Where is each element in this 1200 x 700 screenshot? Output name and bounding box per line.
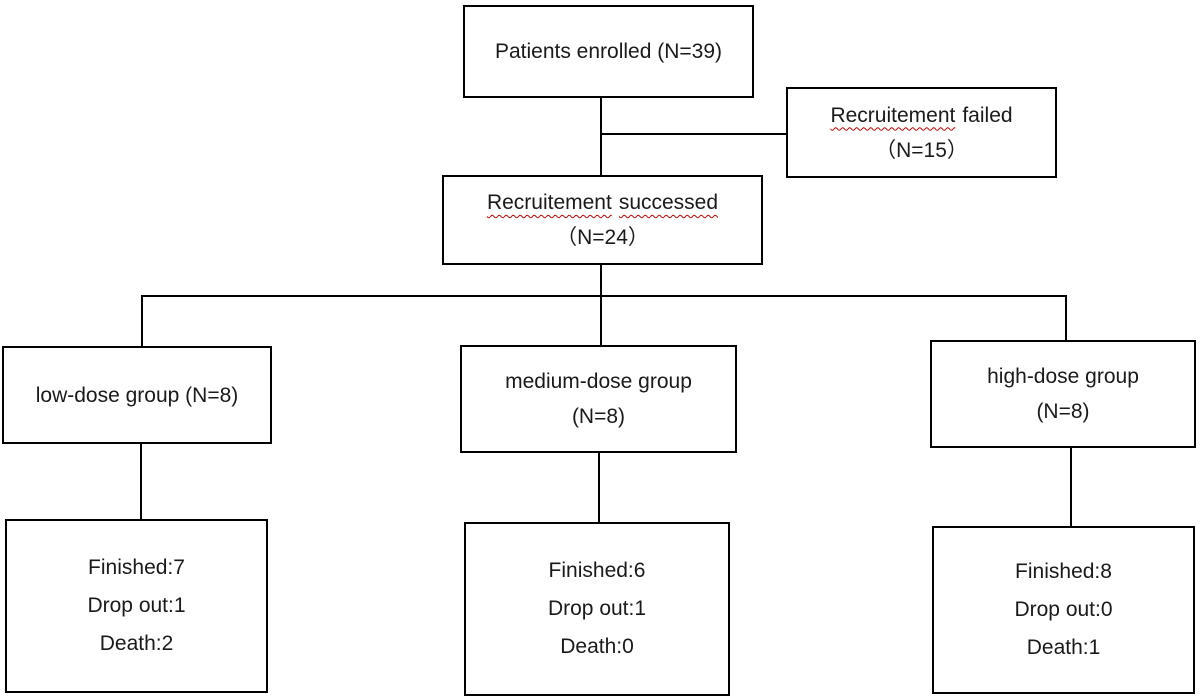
patients-enrolled-label: Patients enrolled (N=39) xyxy=(494,40,723,63)
connector-low-to-outcome xyxy=(140,443,142,520)
box-low-dose-outcome: Finished:7 Drop out:1 Death:2 xyxy=(5,519,268,693)
high-outcome-death: Death:1 xyxy=(1026,636,1101,659)
low-dose-group-label: low-dose group (N=8) xyxy=(35,383,239,407)
connector-branch-horizontal xyxy=(141,295,1067,297)
recruitment-failed-label: Recruitement failed xyxy=(830,98,1012,133)
box-high-dose-group: high-dose group (N=8) xyxy=(930,340,1196,448)
high-dose-group-count: (N=8) xyxy=(1036,400,1090,423)
connector-enrolled-to-success xyxy=(600,97,602,176)
box-recruitment-failed: Recruitement failed （N=15） xyxy=(786,87,1057,178)
medium-dose-group-label: medium-dose group xyxy=(505,370,692,393)
connector-high-to-outcome xyxy=(1070,447,1072,527)
connector-drop-high xyxy=(1065,296,1067,342)
recruitment-successed-word2: successed xyxy=(618,191,719,214)
recruitment-failed-word2: failed xyxy=(962,103,1013,127)
box-medium-dose-group: medium-dose group (N=8) xyxy=(460,345,737,453)
recruitment-failed-word1: Recruitement xyxy=(830,103,956,127)
connector-branch-to-failed xyxy=(601,133,787,135)
high-outcome-dropout: Drop out:0 xyxy=(1014,598,1113,621)
medium-dose-group-count: (N=8) xyxy=(571,405,626,428)
box-patients-enrolled: Patients enrolled (N=39) xyxy=(463,5,754,98)
medium-outcome-finished: Finished:6 xyxy=(548,559,646,582)
recruitment-failed-count: （N=15） xyxy=(875,138,968,162)
connector-medium-to-outcome xyxy=(598,452,600,523)
box-medium-dose-outcome: Finished:6 Drop out:1 Death:0 xyxy=(464,522,730,696)
high-dose-group-label: high-dose group xyxy=(987,365,1139,388)
high-outcome-finished: Finished:8 xyxy=(1015,560,1112,583)
box-high-dose-outcome: Finished:8 Drop out:0 Death:1 xyxy=(932,526,1195,694)
recruitment-successed-count: （N=24） xyxy=(556,226,649,249)
low-outcome-dropout: Drop out:1 xyxy=(87,594,186,617)
low-outcome-death: Death:2 xyxy=(99,632,174,655)
low-outcome-finished: Finished:7 xyxy=(88,556,185,579)
box-low-dose-group: low-dose group (N=8) xyxy=(2,346,272,444)
connector-drop-low xyxy=(141,296,143,347)
box-recruitment-successed: Recruitement successed （N=24） xyxy=(442,175,763,265)
recruitment-successed-word1: Recruitement xyxy=(486,191,612,214)
connector-success-to-medium xyxy=(600,264,602,346)
medium-outcome-dropout: Drop out:1 xyxy=(547,597,647,620)
medium-outcome-death: Death:0 xyxy=(560,635,634,658)
recruitment-successed-label: Recruitement successed xyxy=(487,185,718,220)
